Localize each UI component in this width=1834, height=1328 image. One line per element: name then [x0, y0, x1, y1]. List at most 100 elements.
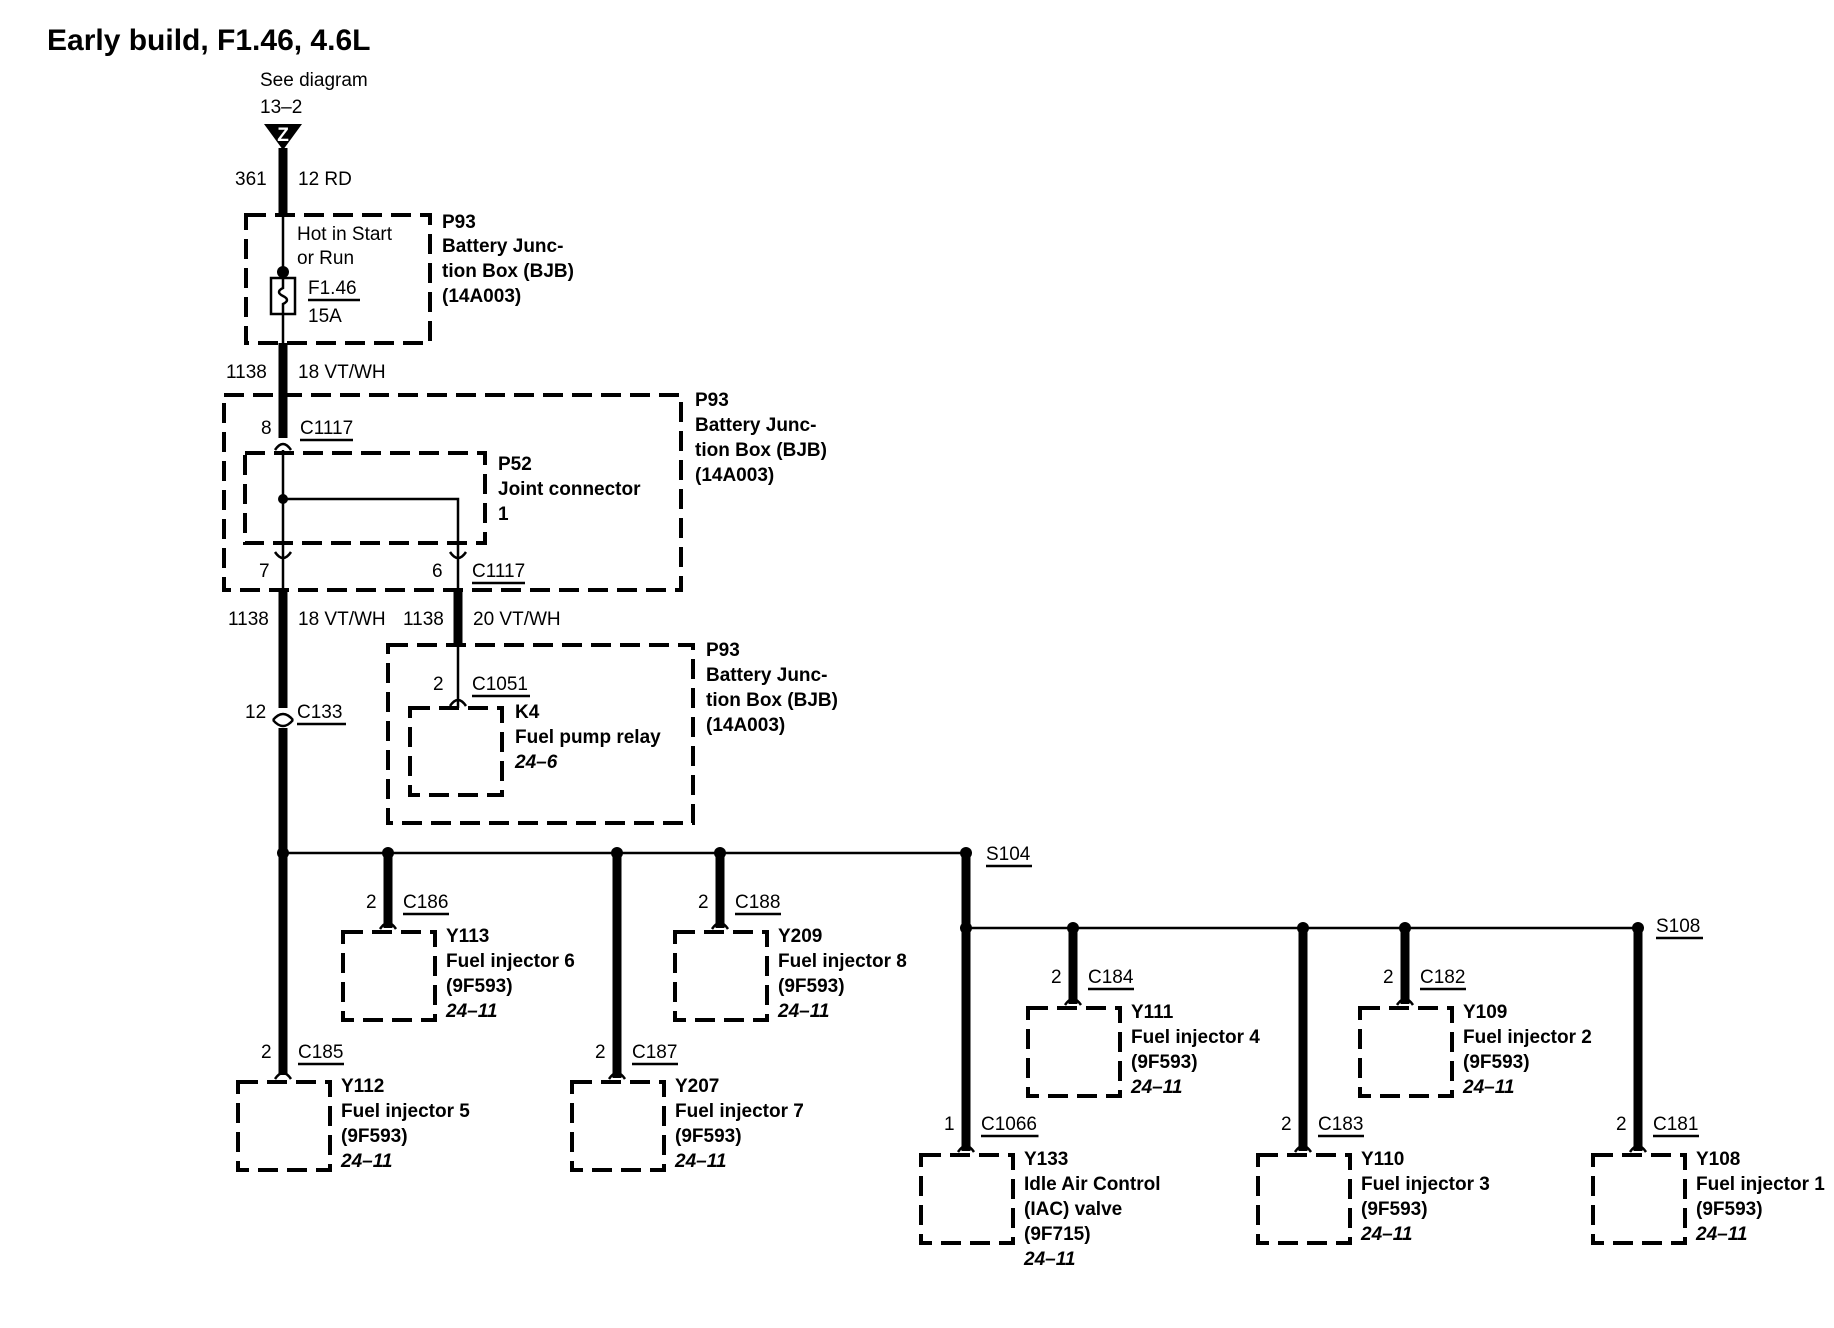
wire-1138-top-gauge: 18 VT/WH: [298, 362, 386, 383]
y207-ref: 24–11: [674, 1151, 726, 1172]
wire-left-gauge: 18 VT/WH: [298, 609, 386, 630]
wire-361-circuit: 361: [235, 169, 267, 190]
y112-pin-arrow: [273, 1071, 293, 1080]
wire-361-gauge: 12 RD: [298, 169, 352, 190]
pin-7: 7: [259, 561, 270, 582]
relay-box-part: (14A003): [706, 715, 785, 736]
splice-s104: S104: [986, 844, 1031, 865]
fuse-box-id: P93: [442, 212, 476, 233]
connector-c1117-bottom: C1117: [472, 561, 525, 582]
y113-id: Y113: [446, 926, 489, 947]
bjb-joint-box-name2: tion Box (BJB): [695, 440, 827, 461]
relay-box-outline: [386, 643, 695, 825]
y113-part: (9F593): [446, 976, 513, 997]
y133-id: Y133: [1024, 1149, 1068, 1170]
bjb-joint-box-outline: [222, 393, 683, 592]
y109-name: Fuel injector 2: [1463, 1027, 1592, 1048]
pin-8: 8: [261, 418, 272, 439]
y110-connector: C183: [1318, 1114, 1363, 1135]
y133-connector: C1066: [981, 1114, 1037, 1135]
joint-connector-name: Joint connector: [498, 479, 641, 500]
y110-name: Fuel injector 3: [1361, 1174, 1490, 1195]
relay-ref: 24–6: [514, 752, 558, 773]
bjb-joint-box-part: (14A003): [695, 465, 774, 486]
bjb-joint-box-name1: Battery Junc-: [695, 415, 816, 436]
y133-component-outline: [919, 1153, 1015, 1245]
y207-id: Y207: [675, 1076, 719, 1097]
see-diagram-ref: 13–2: [260, 97, 302, 118]
y108-connector: C181: [1653, 1114, 1698, 1135]
y110-part: (9F593): [1361, 1199, 1428, 1220]
y133-pin: 1: [944, 1114, 955, 1135]
y113-component-outline: [341, 930, 437, 1022]
y111-pin: 2: [1051, 967, 1062, 988]
fuse-box-outline: [244, 213, 432, 345]
y207-pin-arrow: [607, 1071, 627, 1080]
c1117-top-arrow: [273, 442, 293, 451]
diagram-title: Early build, F1.46, 4.6L: [47, 24, 370, 57]
y108-id: Y108: [1696, 1149, 1740, 1170]
wire-right-gauge: 20 VT/WH: [473, 609, 561, 630]
relay-box-name2: tion Box (BJB): [706, 690, 838, 711]
y209-part: (9F593): [778, 976, 845, 997]
hot-or-run: or Run: [297, 248, 354, 269]
relay-pin: 2: [433, 674, 444, 695]
fuse-element: [277, 278, 289, 314]
joint-branch: [283, 497, 460, 558]
fuse-box-name2: tion Box (BJB): [442, 261, 574, 282]
joint-connector-id: P52: [498, 454, 532, 475]
y133-pin-arrow: [956, 1144, 976, 1153]
y133-part: (9F715): [1024, 1224, 1091, 1245]
y209-id: Y209: [778, 926, 822, 947]
relay-id: K4: [515, 702, 540, 723]
y109-ref: 24–11: [1462, 1077, 1514, 1098]
y113-name: Fuel injector 6: [446, 951, 575, 972]
connector-c1117-top: C1117: [300, 418, 353, 439]
splice-s108: S108: [1656, 916, 1700, 937]
y111-component-outline: [1026, 1006, 1122, 1098]
y109-pin: 2: [1383, 967, 1394, 988]
pin-6: 6: [432, 561, 443, 582]
y209-pin-arrow: [710, 921, 730, 930]
y207-connector: C187: [632, 1042, 677, 1063]
y112-ref: 24–11: [340, 1151, 392, 1172]
c133-pin: 12: [245, 702, 266, 723]
y108-name: Fuel injector 1: [1696, 1174, 1825, 1195]
wire-left-circuit: 1138: [228, 609, 269, 630]
y111-pin-arrow: [1063, 997, 1083, 1006]
y209-ref: 24–11: [777, 1001, 829, 1022]
bjb-joint-box-id: P93: [695, 390, 729, 411]
y111-connector: C184: [1088, 967, 1134, 988]
y113-pin: 2: [366, 892, 377, 913]
y110-pin-arrow: [1293, 1144, 1313, 1153]
y108-part: (9F593): [1696, 1199, 1763, 1220]
y207-name: Fuel injector 7: [675, 1101, 804, 1122]
y209-connector: C188: [735, 892, 780, 913]
y207-component-outline: [570, 1080, 666, 1172]
y109-component-outline: [1358, 1006, 1454, 1098]
y111-name: Fuel injector 4: [1131, 1027, 1260, 1048]
y109-part: (9F593): [1463, 1052, 1530, 1073]
wire-1138-top-circuit: 1138: [226, 362, 267, 383]
y108-pin: 2: [1616, 1114, 1627, 1135]
y113-connector: C186: [403, 892, 448, 913]
y209-component-outline: [673, 930, 769, 1022]
y109-pin-arrow: [1395, 997, 1415, 1006]
y112-name: Fuel injector 5: [341, 1101, 470, 1122]
relay-box-name1: Battery Junc-: [706, 665, 827, 686]
c133-connector: C133: [297, 702, 342, 723]
fuse-box-name1: Battery Junc-: [442, 236, 563, 257]
relay-pin-arrow: [448, 698, 468, 707]
y111-id: Y111: [1131, 1002, 1174, 1023]
y110-ref: 24–11: [1360, 1224, 1412, 1245]
y108-ref: 24–11: [1695, 1224, 1747, 1245]
connector-z-triangle: [264, 124, 302, 150]
y113-pin-arrow: [378, 921, 398, 930]
y109-connector: C182: [1420, 967, 1465, 988]
relay-outline: [408, 706, 504, 797]
c133-arrow-top: [272, 712, 294, 721]
s104-node-1: [277, 847, 289, 859]
fuse-box-part: (14A003): [442, 286, 521, 307]
y110-id: Y110: [1361, 1149, 1404, 1170]
